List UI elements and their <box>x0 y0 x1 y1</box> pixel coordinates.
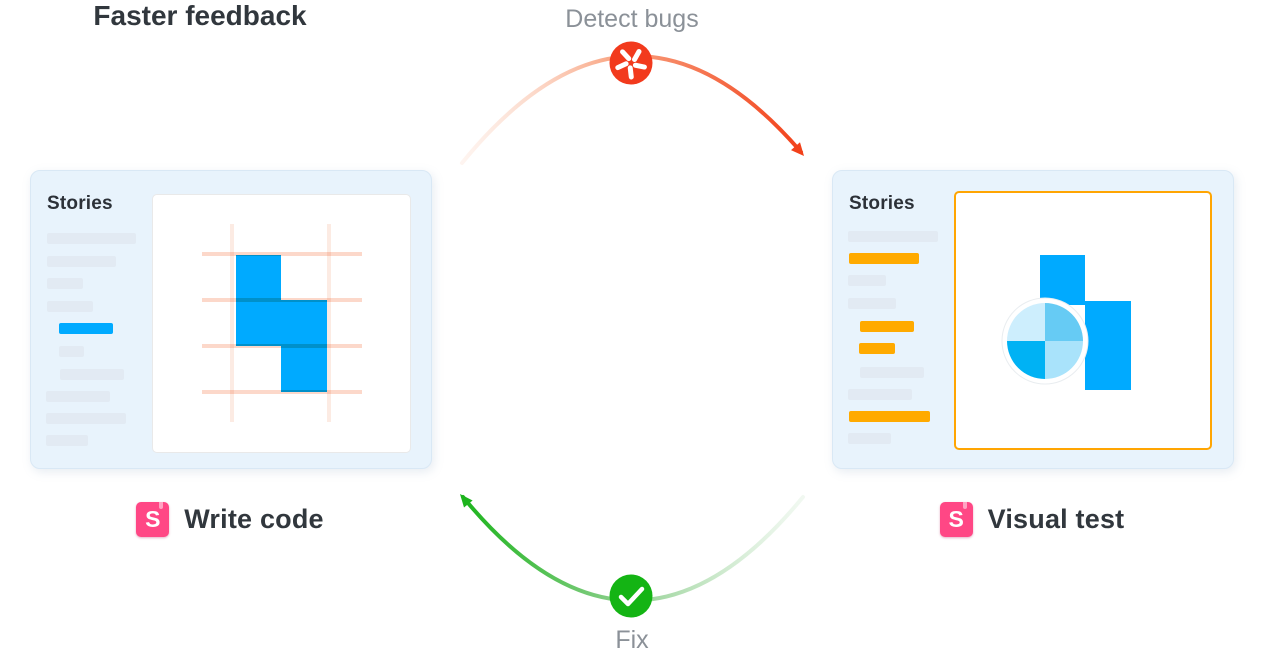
faster-feedback-label: Faster feedback <box>93 0 307 31</box>
detect-bugs-label: Detect bugs <box>565 5 699 33</box>
story-item-bar <box>848 275 886 286</box>
write-code-step-label: Write code <box>184 503 324 534</box>
write-code-card: Stories <box>30 170 432 469</box>
story-item-bar <box>59 323 113 334</box>
visual-test-step-label: Visual test <box>987 503 1125 534</box>
story-item-bar <box>849 411 930 422</box>
story-item-bar <box>859 343 895 354</box>
write-code-step: S Write code <box>30 499 430 539</box>
story-item-bar <box>860 367 924 378</box>
story-item-bar <box>46 391 110 402</box>
story-canvas <box>152 194 411 453</box>
story-item-bar <box>47 233 136 244</box>
story-item-bar <box>46 413 126 424</box>
story-item-bar <box>46 435 88 446</box>
visual-test-step: S Visual test <box>832 499 1232 539</box>
check-icon <box>609 574 653 618</box>
arrow-right-icon <box>791 142 804 156</box>
fix-label: Fix <box>615 626 649 654</box>
story-item-bar <box>60 369 124 380</box>
storybook-logo-icon: S <box>939 501 973 537</box>
story-canvas-highlighted <box>954 191 1212 450</box>
story-item-bar <box>47 256 116 267</box>
component-preview-with-grid <box>202 224 362 422</box>
story-item-bar <box>848 231 938 242</box>
visual-test-card: Stories <box>832 170 1234 469</box>
story-item-bar <box>848 298 896 309</box>
story-item-bar <box>848 389 912 400</box>
story-item-bar <box>849 253 919 264</box>
component-preview-with-diff <box>1001 255 1131 390</box>
stories-sidebar-title: Stories <box>47 193 113 214</box>
stories-sidebar-title: Stories <box>849 193 915 214</box>
story-item-bar <box>47 301 93 312</box>
story-item-bar <box>860 321 914 332</box>
arrow-left-icon <box>460 494 473 508</box>
story-item-bar <box>47 278 83 289</box>
arc-fix <box>461 495 805 603</box>
arc-detect-bugs <box>460 54 803 165</box>
story-item-bar <box>59 346 84 357</box>
chromatic-logo-icon <box>609 41 653 85</box>
storybook-logo-icon: S <box>136 501 170 537</box>
story-item-bar <box>848 433 891 444</box>
